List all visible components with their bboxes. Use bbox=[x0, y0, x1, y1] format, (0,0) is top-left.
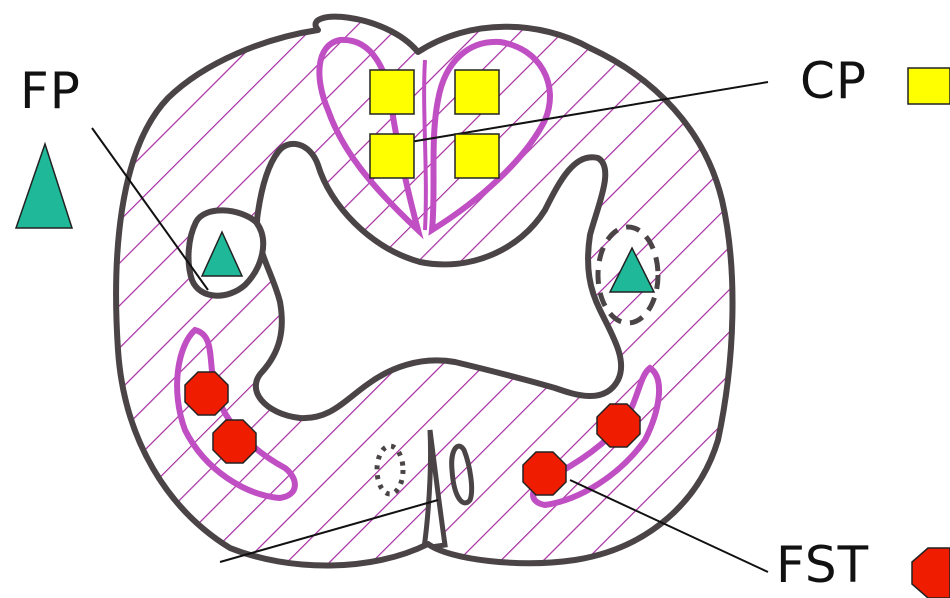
cp-marker bbox=[370, 134, 414, 178]
fst-marker bbox=[597, 404, 640, 447]
posterior-median-septum bbox=[424, 60, 426, 230]
fst-label: FST bbox=[776, 540, 869, 590]
fst-marker bbox=[213, 420, 256, 463]
fp-label: FP bbox=[20, 66, 81, 116]
cp-marker bbox=[455, 70, 499, 114]
fst-marker bbox=[185, 372, 228, 415]
cp-marker bbox=[455, 134, 499, 178]
cp-label: CP bbox=[800, 56, 867, 106]
fst-marker bbox=[523, 452, 566, 495]
cp-marker bbox=[370, 70, 414, 114]
square-icon bbox=[908, 68, 950, 104]
